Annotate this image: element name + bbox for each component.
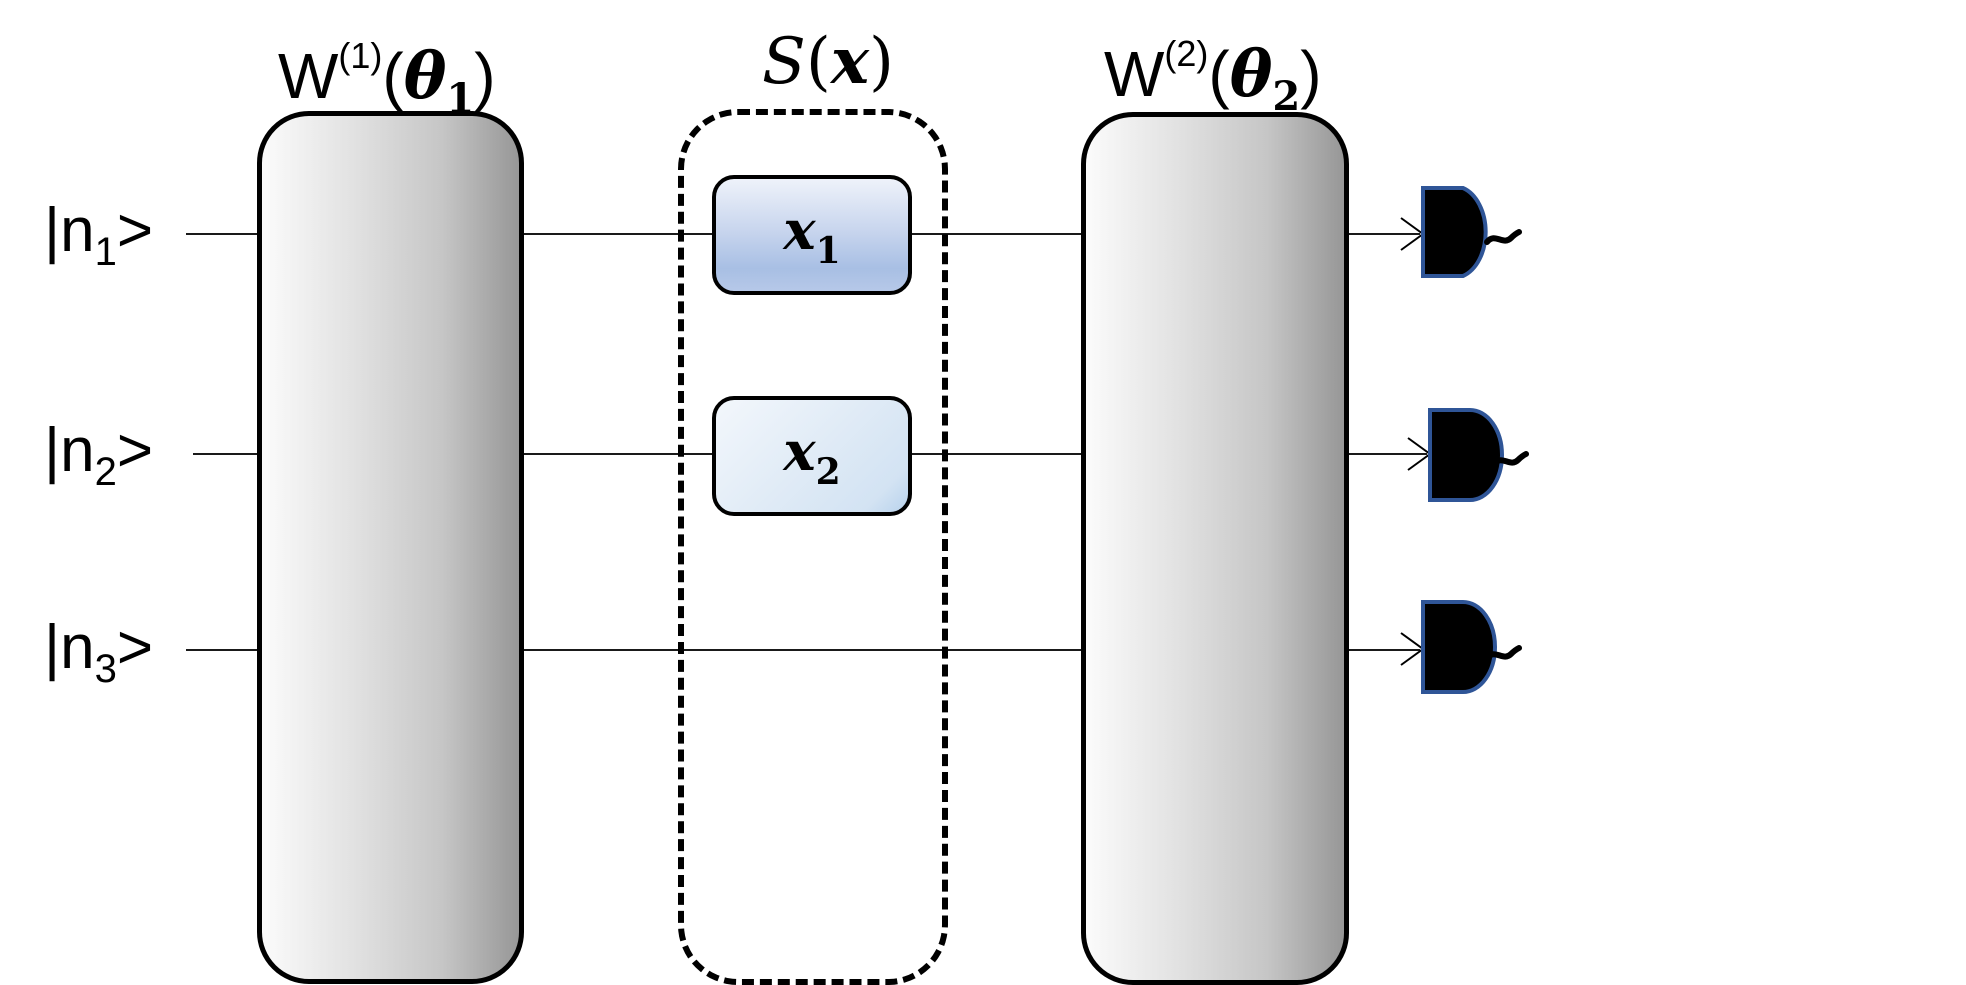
ket-sub: 2 xyxy=(94,450,117,494)
photodetector-icon xyxy=(1400,600,1522,694)
gate-x2: x2 xyxy=(712,396,912,516)
gate-x2-label: x2 xyxy=(783,419,840,493)
s-paren-open: ( xyxy=(805,25,831,99)
w1-paren-close: ) xyxy=(474,40,496,112)
s-title-arg: x xyxy=(830,24,869,99)
w2-title-main: W xyxy=(1104,38,1165,110)
unitary-w1-box xyxy=(257,111,524,984)
w2-paren-close: ) xyxy=(1300,38,1322,110)
wire-3-in xyxy=(186,649,260,651)
ket-sub: 3 xyxy=(94,647,117,691)
w2-theta: θ xyxy=(1229,37,1273,112)
ket-suffix: > xyxy=(116,196,154,265)
unitary-w2-box xyxy=(1081,112,1349,985)
ket-label: |n xyxy=(44,416,95,485)
gate-x2-sub: 2 xyxy=(815,451,841,493)
wire-1-in xyxy=(186,233,260,235)
w1-title: W(1)(θ1) xyxy=(278,38,496,119)
w2-theta-sub: 2 xyxy=(1272,73,1301,120)
wire-2-out xyxy=(1345,453,1427,455)
w1-title-sup: (1) xyxy=(338,35,383,76)
ket-suffix: > xyxy=(116,613,154,682)
input-ket-3: |n3> xyxy=(44,617,153,691)
ket-sub: 1 xyxy=(94,230,117,274)
w2-paren-open: ( xyxy=(1208,38,1230,110)
ket-label: |n xyxy=(44,196,95,265)
w2-title-sup: (2) xyxy=(1164,33,1209,74)
input-ket-1: |n1> xyxy=(44,200,153,274)
w1-title-main: W xyxy=(278,40,339,112)
w2-title: W(2)(θ2) xyxy=(1104,36,1322,117)
wire-1-out xyxy=(1345,233,1420,235)
gate-x1-label: x1 xyxy=(783,198,840,272)
gate-x2-var: x xyxy=(783,419,816,483)
wire-3-out xyxy=(1345,649,1420,651)
gate-x1: x1 xyxy=(712,175,912,295)
encoding-s-dashed-box xyxy=(678,109,948,985)
photodetector-icon xyxy=(1407,408,1529,502)
wire-3-mid xyxy=(520,649,1085,651)
input-ket-2: |n2> xyxy=(44,420,153,494)
ket-label: |n xyxy=(44,613,95,682)
photodetector-icon xyxy=(1400,186,1522,278)
wire-2-in xyxy=(193,453,260,455)
w1-paren-open: ( xyxy=(382,40,404,112)
s-title-main: S xyxy=(762,25,806,99)
s-title: S(x) xyxy=(762,30,894,95)
gate-x1-var: x xyxy=(783,198,816,262)
w1-theta: θ xyxy=(403,39,447,114)
s-paren-close: ) xyxy=(868,25,894,99)
ket-suffix: > xyxy=(116,416,154,485)
gate-x1-sub: 1 xyxy=(815,230,841,272)
